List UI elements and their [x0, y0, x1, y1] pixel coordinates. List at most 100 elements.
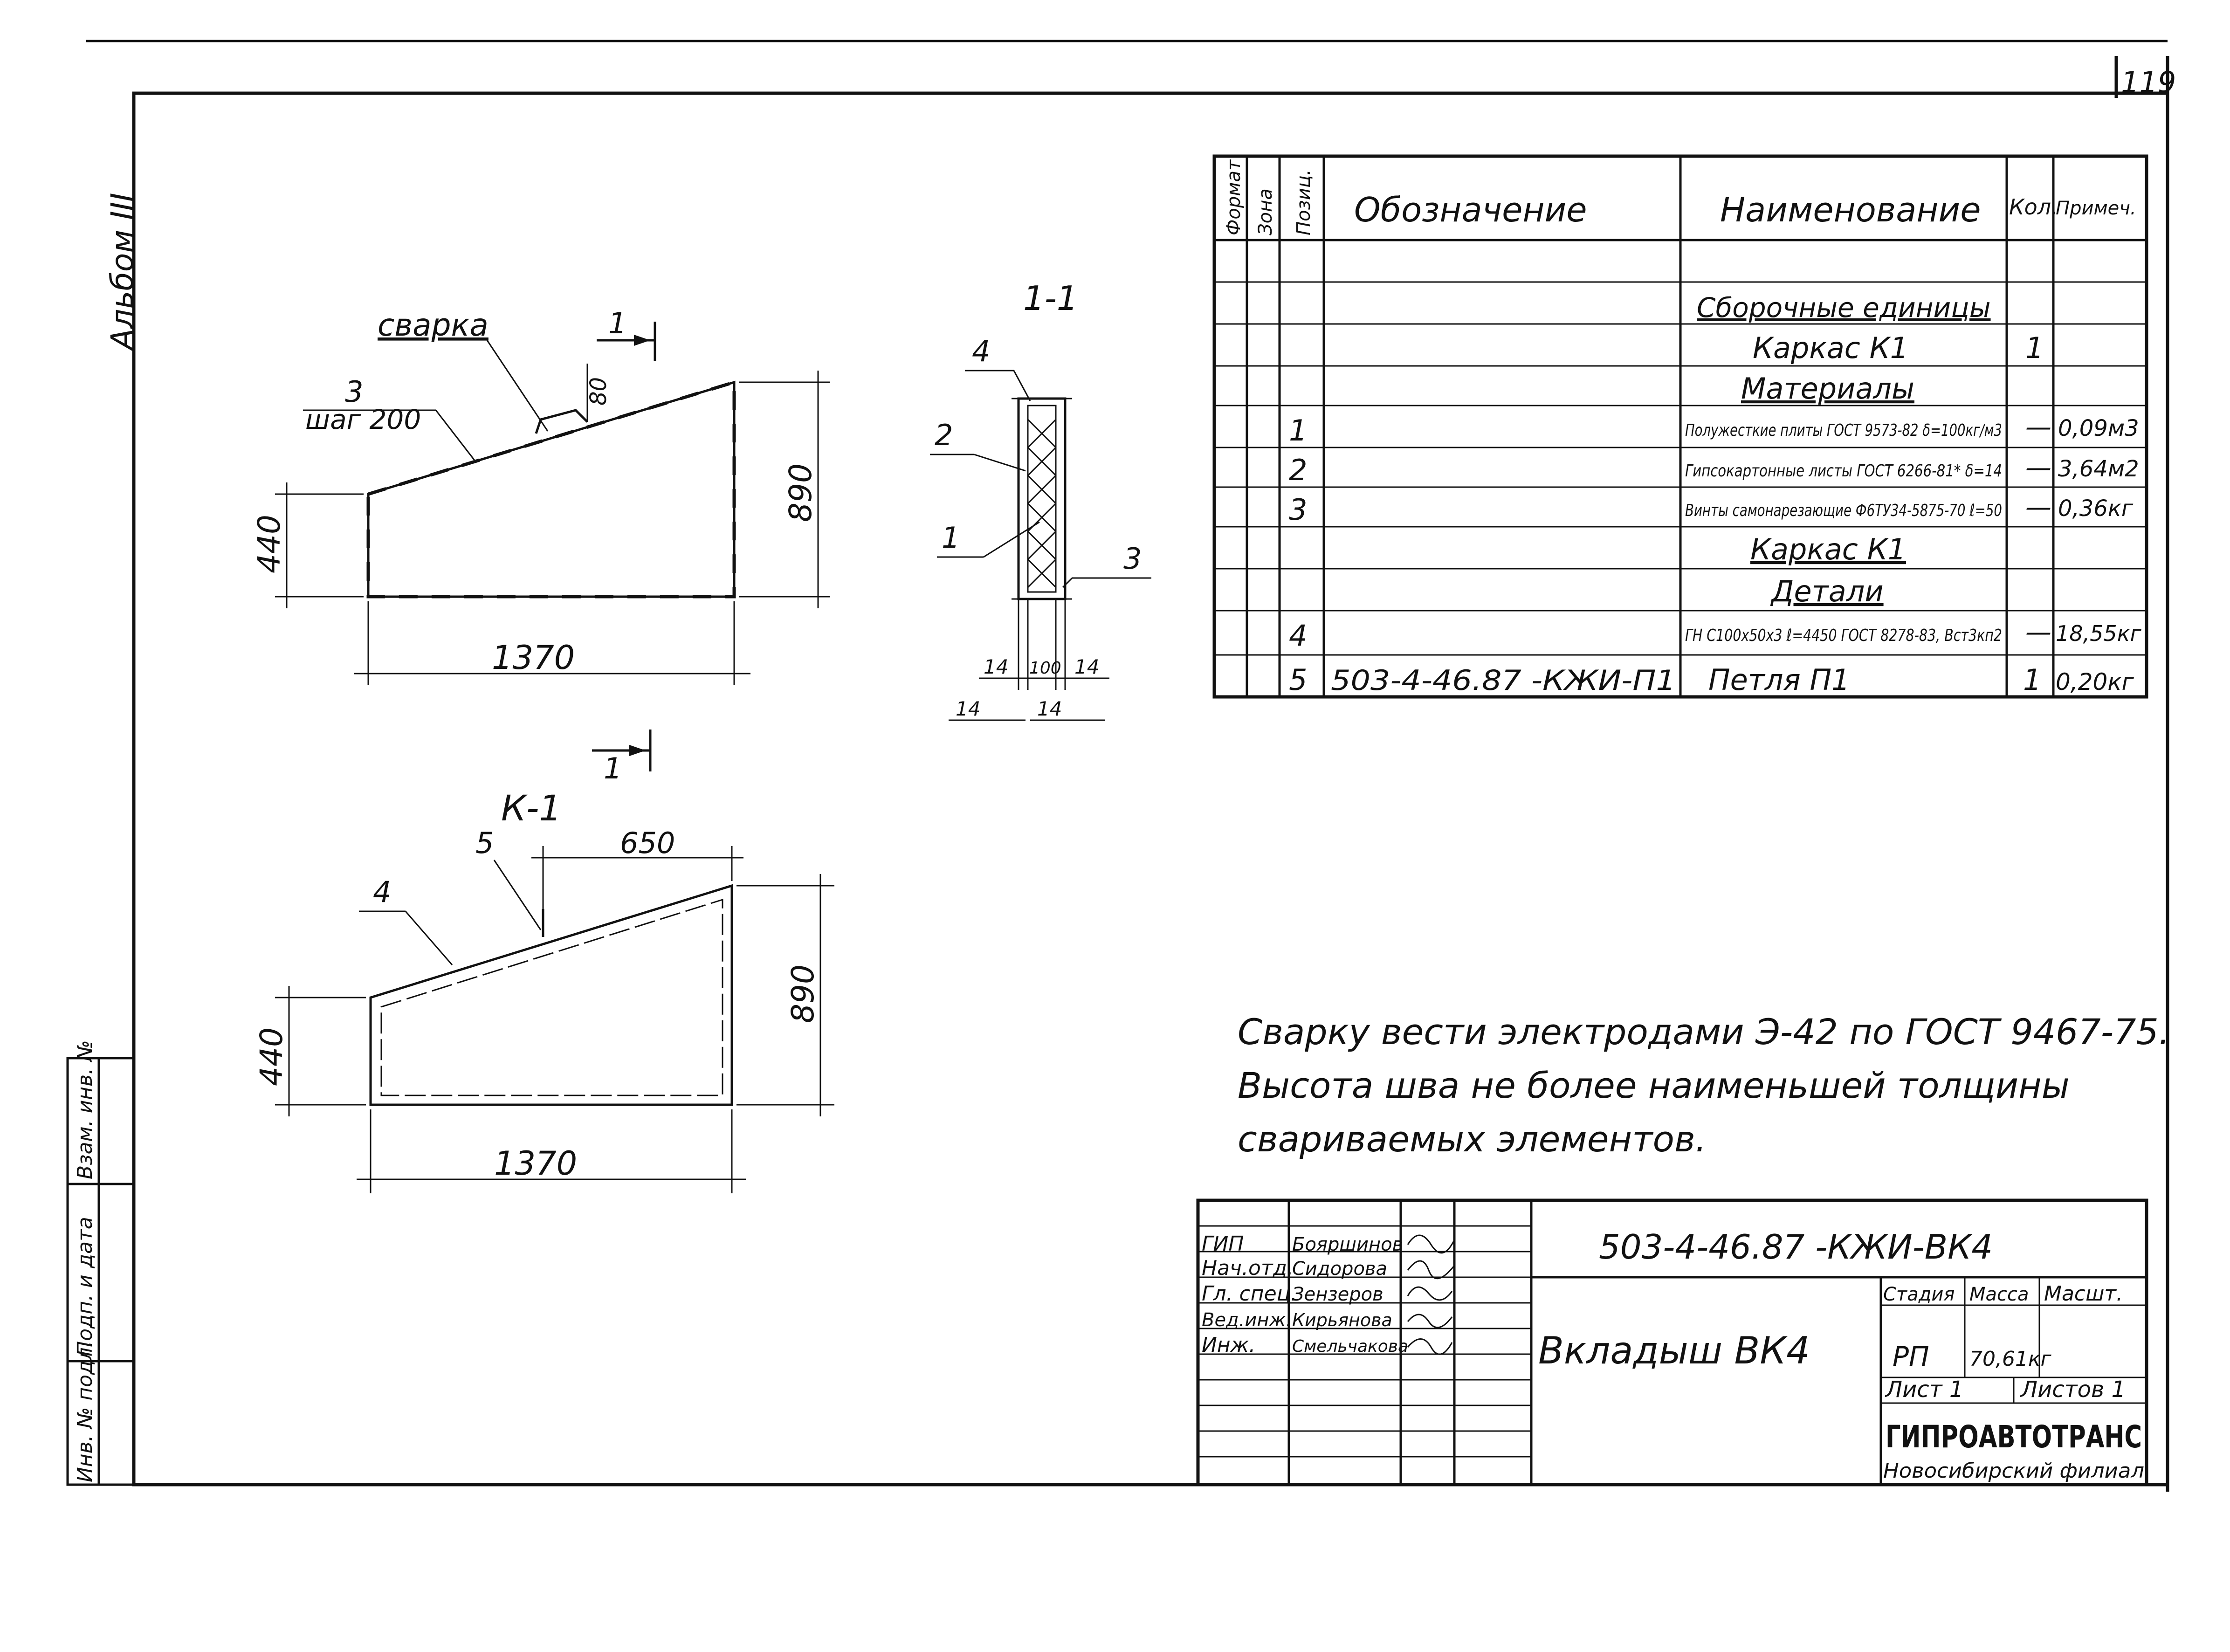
row-pos2-pos: 2 [1289, 453, 1307, 487]
section-title: 1-1 [1023, 279, 1078, 318]
name-5: Смельчакова [1292, 1337, 1408, 1356]
role-chief-spec: Гл. спец. [1202, 1282, 1297, 1306]
stamp-inv-no: Инв. № подл. [73, 1341, 97, 1482]
signatures [1407, 1234, 1455, 1355]
row-pos4-note: 18,55кг [2056, 621, 2141, 646]
row-pos1-pos: 1 [1289, 413, 1307, 447]
row-pos3-name: Винты самонарезающие Ф6ТУ34-5875-70 ℓ=50 [1685, 501, 2002, 520]
screw-line [366, 380, 736, 599]
row-pos5-name: Петля П1 [1708, 663, 1850, 697]
row-frame-k1-qty: 1 [2025, 331, 2044, 365]
row-pos5-note: 0,20кг [2056, 668, 2134, 695]
mass-value: 70,61кг [1969, 1347, 2052, 1371]
row-pos1-qty: — [2025, 412, 2051, 442]
header-qty: Кол. [2009, 194, 2058, 220]
row-pos5-qty: 1 [2023, 663, 2041, 697]
dim-14-right: 14 [1074, 655, 1099, 678]
name-2: Сидорова [1292, 1258, 1387, 1280]
doc-name: Вкладыш ВК4 [1538, 1329, 1810, 1372]
section-1-1: 1-1 4 2 1 3 14 100 14 [930, 279, 1151, 721]
main-frame [132, 91, 2169, 1487]
loop-p1 [535, 409, 588, 434]
dim-small-80: 80 [585, 377, 612, 406]
role-gip: ГИП [1202, 1232, 1244, 1256]
name-4: Кирьянова [1292, 1310, 1392, 1330]
row-pos5-designation: 503-4-46.87 -КЖИ-П1 [1331, 664, 1676, 697]
row-pos4-qty: — [2025, 617, 2051, 647]
dim-width-1370: 1370 [492, 639, 575, 677]
header-note: Примеч. [2056, 198, 2136, 219]
top-view-drawing: 1370 440 890 80 сварка 3 шаг 200 1 [251, 306, 830, 685]
row-pos2-qty: — [2025, 453, 2051, 483]
row-pos2-note: 3,64м2 [2058, 456, 2139, 482]
row-pos3-qty: — [2025, 492, 2051, 523]
header-zone: Зона [1255, 188, 1276, 235]
callout-1: 1 [942, 521, 960, 555]
section-mark-bottom: 1 [604, 751, 622, 785]
section-details: Детали [1770, 574, 1884, 608]
row-pos3-note: 0,36кг [2058, 496, 2134, 522]
row-pos3-pos: 3 [1289, 493, 1307, 527]
dim-14-left: 14 [984, 655, 1008, 678]
note-line-2: Высота шва не более наименьшей толщины [1238, 1065, 2070, 1106]
callout-2: 2 [935, 418, 953, 452]
callout-3: 3 [1123, 542, 1142, 576]
k1-callout-5: 5 [475, 826, 494, 860]
name-3: Зензеров [1292, 1284, 1383, 1305]
doc-code: 503-4-46.87 -КЖИ-ВК4 [1599, 1227, 1993, 1267]
step-label: шаг 200 [305, 404, 421, 435]
dim-14-bottom-right: 14 [1037, 697, 1062, 720]
general-notes: Сварку вести электродами Э-42 по ГОСТ 94… [1238, 1011, 2170, 1160]
spec-table: Формат Зона Позиц. Обозначение Наименова… [1212, 154, 2148, 699]
section-assembly-units: Сборочные единицы [1697, 292, 1991, 324]
stamp-sign-date: Подп. и дата [73, 1217, 97, 1356]
row-pos2-name: Гипсокартонные листы ГОСТ 6266-81* δ=14 [1685, 461, 2002, 481]
role-head: Нач.отд. [1202, 1256, 1294, 1280]
k1-callout-4: 4 [373, 875, 391, 909]
stage-value: РП [1893, 1341, 1929, 1372]
sheets-label: Листов 1 [2020, 1377, 2126, 1403]
section-mark-top: 1 [608, 306, 626, 340]
org-branch: Новосибирский филиал [1883, 1459, 2144, 1483]
header-format: Формат [1223, 159, 1245, 235]
album-label: Альбом III [104, 193, 140, 351]
mass-header: Масса [1969, 1284, 2029, 1305]
k1-dim-right: 890 [785, 964, 821, 1023]
callout-4: 4 [972, 334, 990, 368]
row-pos5-pos: 5 [1289, 663, 1307, 697]
role-eng: Инж. [1202, 1333, 1255, 1357]
left-stamp: Инв. № подл. Подп. и дата Взам. инв. № [66, 1040, 135, 1486]
row-pos1-name: Полужесткие плиты ГОСТ 9573-82 δ=100кг/м… [1685, 421, 2002, 440]
section-frame-k1: Каркас К1 [1750, 532, 1906, 566]
note-line-1: Сварку вести электродами Э-42 по ГОСТ 94… [1238, 1011, 2170, 1053]
k1-dim-width: 1370 [494, 1144, 577, 1183]
row-pos1-note: 0,09м3 [2058, 415, 2139, 441]
header-name: Наименование [1720, 190, 1981, 229]
pos3-label: 3 [345, 375, 363, 409]
sheet-label: Лист 1 [1885, 1377, 1963, 1403]
header-position: Позиц. [1293, 169, 1315, 235]
stage-header: Стадия [1883, 1284, 1955, 1305]
dim-right-890: 890 [783, 463, 819, 522]
dim-left-440: 440 [251, 515, 287, 573]
scale-header: Масшт. [2044, 1282, 2123, 1306]
role-lead-eng: Вед.инж. [1202, 1309, 1292, 1331]
name-1: Бояршинов [1292, 1234, 1403, 1255]
row-pos4-pos: 4 [1289, 619, 1307, 653]
title-block: ГИП Нач.отд. Гл. спец. Вед.инж. Инж. Боя… [1196, 1198, 2148, 1487]
dim-100: 100 [1029, 659, 1061, 678]
weld-label: сварка [378, 307, 489, 343]
section-materials: Материалы [1741, 372, 1914, 406]
header-designation: Обозначение [1354, 190, 1587, 229]
row-pos4-name: ГН С100x50x3 ℓ=4450 ГОСТ 8278-83, Вст3кп… [1685, 626, 2002, 645]
note-line-3: свариваемых элементов. [1238, 1118, 1707, 1160]
k1-title: К-1 [501, 787, 562, 829]
stamp-replace-inv: Взам. инв. № [73, 1040, 97, 1179]
panel-outline [367, 380, 736, 598]
k1-dim-top-650: 650 [620, 826, 675, 860]
row-frame-k1-name: Каркас К1 [1753, 331, 1908, 365]
frame-k1-drawing: К-1 1 1370 440 890 650 5 4 [254, 730, 834, 1193]
org-name: ГИПРОАВТОТРАНС [1886, 1419, 2142, 1455]
dim-14-bottom-left: 14 [956, 697, 980, 720]
